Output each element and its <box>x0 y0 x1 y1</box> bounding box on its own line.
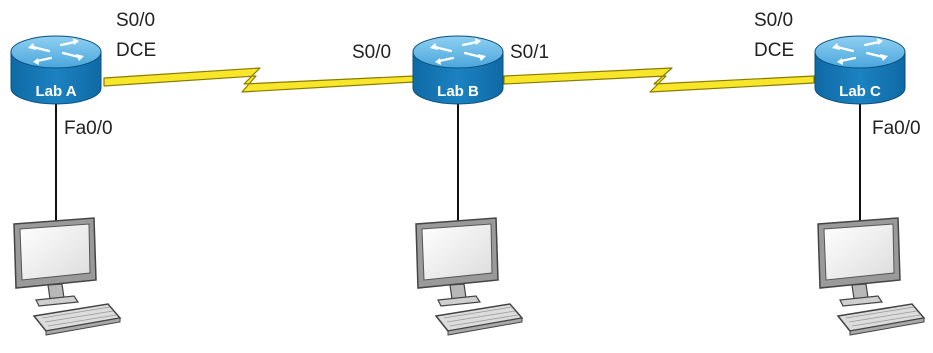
desktop-computer-icon <box>817 217 925 336</box>
lab-a-dce-label: DCE <box>116 40 157 61</box>
desktop-computer-icon <box>13 217 121 336</box>
lab-b-serial-right-label: S0/1 <box>510 42 550 63</box>
lab-c-serial-label: S0/0 <box>754 10 794 31</box>
router-lab-c[interactable]: Lab C <box>813 34 907 106</box>
host-lab-b[interactable] <box>415 217 523 336</box>
router-lab-b[interactable]: Lab B <box>411 34 505 106</box>
lab-a-fa-label: Fa0/0 <box>64 118 113 139</box>
serial-link-lab-a-lab-b <box>103 67 415 93</box>
host-lab-c[interactable] <box>817 217 925 336</box>
lab-c-fa-label: Fa0/0 <box>872 118 921 139</box>
router-lab-c-label: Lab C <box>839 83 881 100</box>
lab-c-dce-label: DCE <box>754 40 795 61</box>
router-lab-b-label: Lab B <box>437 83 479 100</box>
router-lab-a-label: Lab A <box>35 83 76 100</box>
serial-link-lab-b-lab-c <box>503 67 815 93</box>
lab-a-serial-label: S0/0 <box>116 10 156 31</box>
router-lab-a[interactable]: Lab A <box>9 34 103 106</box>
host-lab-a[interactable] <box>13 217 121 336</box>
lab-b-serial-left-label: S0/0 <box>352 42 392 63</box>
desktop-computer-icon <box>415 217 523 336</box>
